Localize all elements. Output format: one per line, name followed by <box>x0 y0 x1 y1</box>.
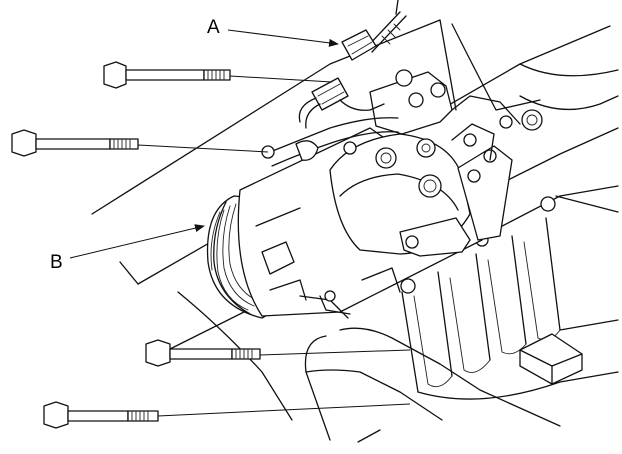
wire-harness <box>298 11 407 129</box>
label-b: B <box>50 252 63 273</box>
callout-b: B <box>50 224 205 273</box>
bolt-lower-2 <box>43 401 411 429</box>
ac-compressor <box>206 127 513 319</box>
bolt-middle-left <box>11 129 269 157</box>
callout-a: A <box>207 17 339 47</box>
label-a: A <box>207 17 220 38</box>
refrigerant-hose <box>261 117 399 167</box>
leader-a <box>227 29 339 47</box>
bolt-lower-1 <box>145 339 411 367</box>
leader-b <box>69 224 205 259</box>
upper-bracket <box>369 69 543 161</box>
crossmember <box>304 327 561 443</box>
bolt-upper-left <box>103 61 333 89</box>
